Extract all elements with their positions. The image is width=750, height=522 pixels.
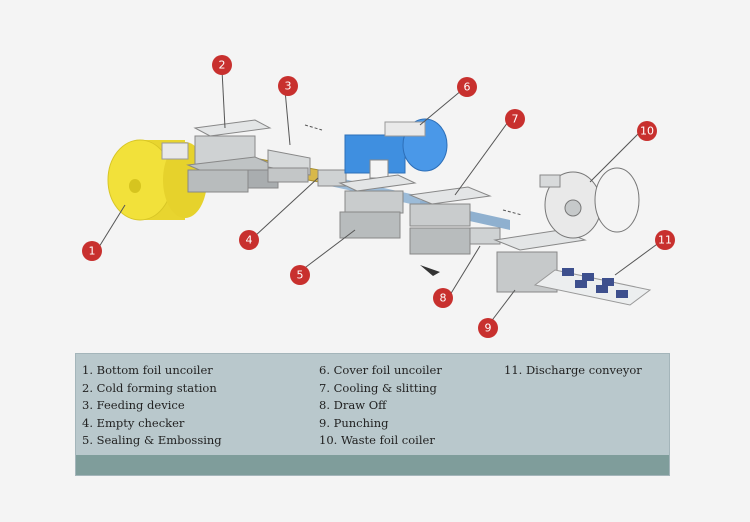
- legend-item: 1. Bottom foil uncoiler: [82, 363, 213, 377]
- legend-item: 2. Cold forming station: [82, 380, 217, 395]
- bottom-foil-uncoiler: [107, 139, 207, 221]
- callout-number: 4: [246, 234, 253, 247]
- legend-item: 6. Cover foil uncoiler: [319, 363, 442, 377]
- legend-footer-bar: [76, 455, 669, 475]
- callout-7: 7: [505, 109, 525, 129]
- callout-6: 6: [457, 77, 477, 97]
- callout-number: 2: [219, 59, 226, 72]
- legend-item: 7. Cooling & slitting: [319, 380, 437, 395]
- discharge-conveyor: [533, 268, 652, 306]
- callout-number: 9: [485, 322, 492, 335]
- callout-number: 1: [89, 245, 96, 258]
- legend-item: 11. Discharge conveyor: [504, 363, 642, 377]
- waste-foil-coiler: [539, 167, 640, 239]
- cold-forming-station: [186, 119, 287, 193]
- legend-item: 5. Sealing & Embossing: [82, 433, 222, 447]
- callout-8: 8: [433, 288, 453, 308]
- callout-4: 4: [239, 230, 259, 250]
- callout-3: 3: [278, 76, 298, 96]
- callout-9: 9: [478, 318, 498, 338]
- cover-foil-uncoiler: [344, 118, 448, 179]
- callout-number: 8: [440, 292, 447, 305]
- callout-number: 10: [640, 125, 654, 138]
- direction-arrows: [304, 124, 523, 276]
- legend-column-2: 6. Cover foil uncoiler 7. Cooling & slit…: [319, 362, 442, 450]
- leader-lines: [98, 69, 661, 324]
- callout-5: 5: [290, 265, 310, 285]
- callout-number: 6: [464, 81, 471, 94]
- legend-column-1: 1. Bottom foil uncoiler 2. Cold forming …: [82, 362, 222, 450]
- legend-item: 9. Punching: [319, 415, 389, 430]
- legend-item: 4. Empty checker: [82, 415, 185, 430]
- legend-column-3: 11. Discharge conveyor: [504, 362, 642, 380]
- sealing-embossing-station: [338, 174, 417, 239]
- callout-2: 2: [212, 55, 232, 75]
- callout-1: 1: [82, 241, 102, 261]
- draw-off-unit: [469, 227, 501, 245]
- legend-item: 8. Draw Off: [319, 398, 387, 412]
- callout-number: 11: [658, 234, 672, 247]
- legend-item: 3. Feeding device: [82, 398, 185, 412]
- callout-number: 5: [297, 269, 304, 282]
- legend-panel: 1. Bottom foil uncoiler 2. Cold forming …: [75, 353, 670, 476]
- feeding-device: [267, 149, 311, 183]
- callout-11: 11: [655, 230, 675, 250]
- callout-10: 10: [637, 121, 657, 141]
- callout-number: 7: [512, 113, 519, 126]
- machine-illustration: 1 2 3 4 5 6 7 8 9 10 11: [82, 55, 675, 338]
- legend-item: 10. Waste foil coiler: [319, 433, 435, 447]
- cooling-slitting-station: [408, 186, 492, 255]
- callout-number: 3: [285, 80, 292, 93]
